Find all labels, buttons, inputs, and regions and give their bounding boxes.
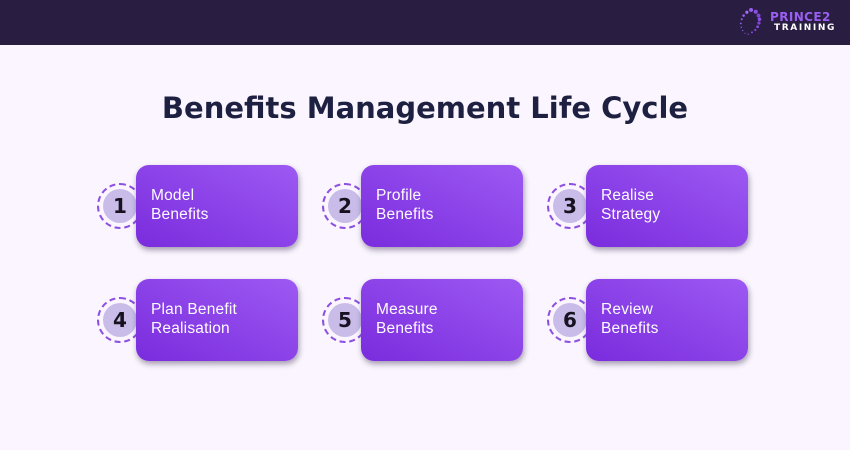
step-4-card: Plan Benefit Realisation xyxy=(136,279,298,361)
step-2: 2 Profile Benefits xyxy=(322,165,547,247)
step-3-card: Realise Strategy xyxy=(586,165,748,247)
steps-grid: 1 Model Benefits 2 Profile Benefits 3 Re… xyxy=(97,165,772,361)
brand-text: PRINCE2 TRAINING xyxy=(770,11,836,33)
step-4-number-badge: 4 xyxy=(97,297,143,343)
step-5-card: Measure Benefits xyxy=(361,279,523,361)
step-4: 4 Plan Benefit Realisation xyxy=(97,279,322,361)
header-bar: PRINCE2 TRAINING xyxy=(0,0,850,45)
step-2-label: Profile Benefits xyxy=(376,187,434,223)
step-5-number: 5 xyxy=(328,303,362,337)
page-title: Benefits Management Life Cycle xyxy=(161,91,689,125)
step-4-number: 4 xyxy=(103,303,137,337)
step-6-card: Review Benefits xyxy=(586,279,748,361)
brand-logo: PRINCE2 TRAINING xyxy=(738,7,836,39)
step-5: 5 Measure Benefits xyxy=(322,279,547,361)
step-1-card: Model Benefits xyxy=(136,165,298,247)
logo-swirl-dots-icon xyxy=(739,7,762,35)
logo-text-training: TRAINING xyxy=(774,23,836,34)
step-2-number: 2 xyxy=(328,189,362,223)
step-3-number: 3 xyxy=(553,189,587,223)
step-1-number-badge: 1 xyxy=(97,183,143,229)
step-1: 1 Model Benefits xyxy=(97,165,322,247)
step-1-label: Model Benefits xyxy=(151,187,209,223)
step-3: 3 Realise Strategy xyxy=(547,165,772,247)
step-4-label: Plan Benefit Realisation xyxy=(151,301,237,337)
step-6-number: 6 xyxy=(553,303,587,337)
step-6-label: Review Benefits xyxy=(601,301,659,337)
step-6: 6 Review Benefits xyxy=(547,279,772,361)
logo-text-prince2: PRINCE2 xyxy=(770,10,831,25)
step-1-number: 1 xyxy=(103,189,137,223)
step-5-label: Measure Benefits xyxy=(376,301,438,337)
step-3-label: Realise Strategy xyxy=(601,187,661,223)
step-2-card: Profile Benefits xyxy=(361,165,523,247)
